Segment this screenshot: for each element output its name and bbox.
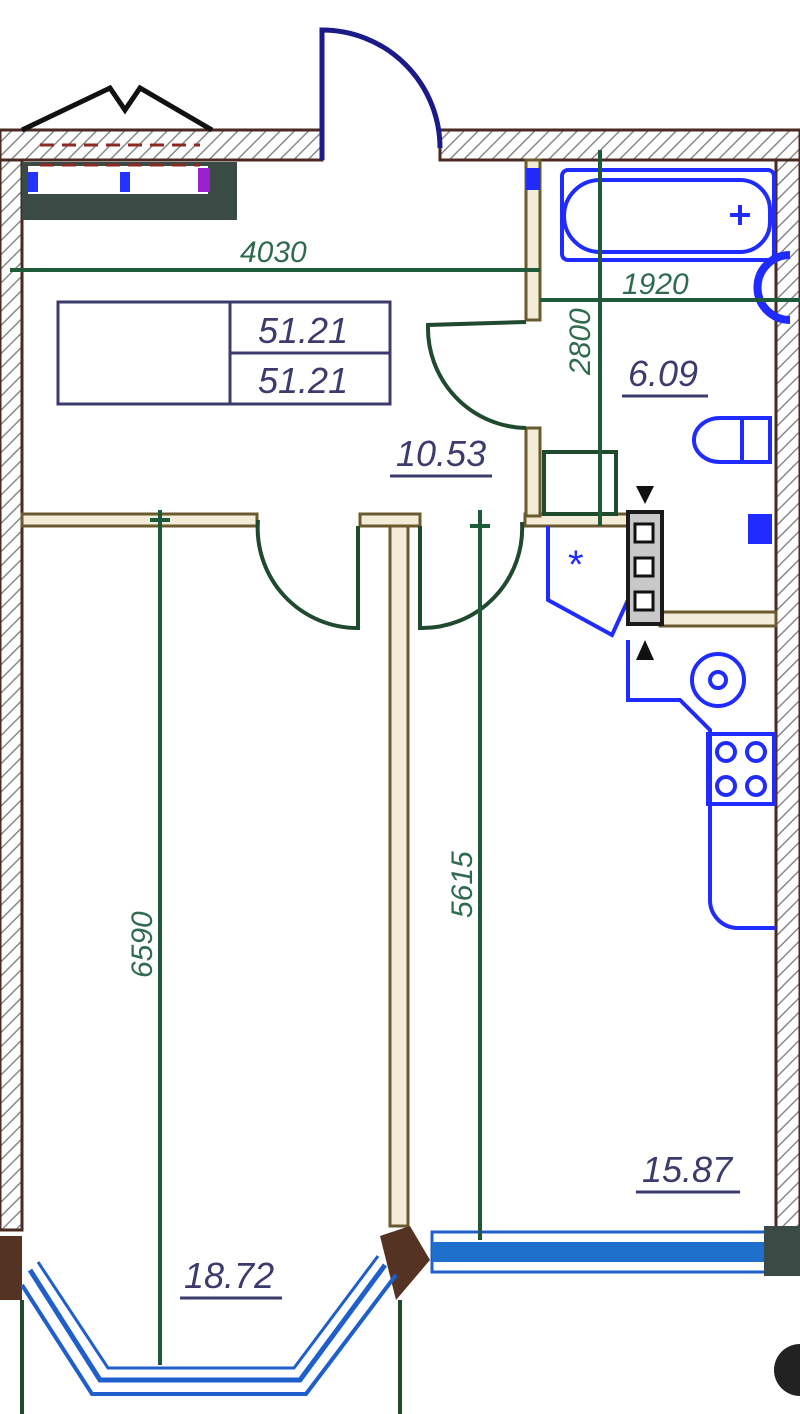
dimension-bedroom-length: 6590	[126, 911, 159, 978]
balcony-window	[430, 1226, 800, 1396]
kitchen-counter	[626, 640, 776, 930]
interior-walls	[20, 158, 778, 1228]
bay-window	[0, 1226, 430, 1414]
bath-outlet-icon	[748, 514, 772, 544]
washing-machine: *	[542, 450, 630, 638]
interior-doors	[255, 320, 527, 631]
sink	[753, 251, 791, 324]
dimension-hall-width: 4030	[240, 236, 307, 269]
ventilation-shaft	[626, 486, 664, 660]
dimension-bath-width: 1920	[622, 268, 689, 301]
entrance-door	[319, 27, 443, 160]
area-table: 51.21 51.21	[56, 300, 392, 406]
dimension-lines	[10, 150, 800, 1365]
svg-text:*: *	[568, 543, 584, 587]
area-hall: 10.53	[396, 433, 486, 474]
living-area: 51.21	[258, 360, 348, 401]
wardrobe	[20, 84, 237, 220]
dimension-bath-length: 2800	[564, 308, 597, 376]
area-bedroom: 18.72	[184, 1255, 274, 1296]
area-bathroom: 6.09	[628, 353, 698, 394]
dimension-room-length: 5615	[446, 851, 479, 918]
exterior-walls	[0, 128, 800, 1232]
bathtub	[526, 168, 776, 262]
toilet	[692, 416, 772, 464]
total-area: 51.21	[258, 310, 348, 351]
area-kitchen-room: 15.87	[642, 1149, 734, 1190]
